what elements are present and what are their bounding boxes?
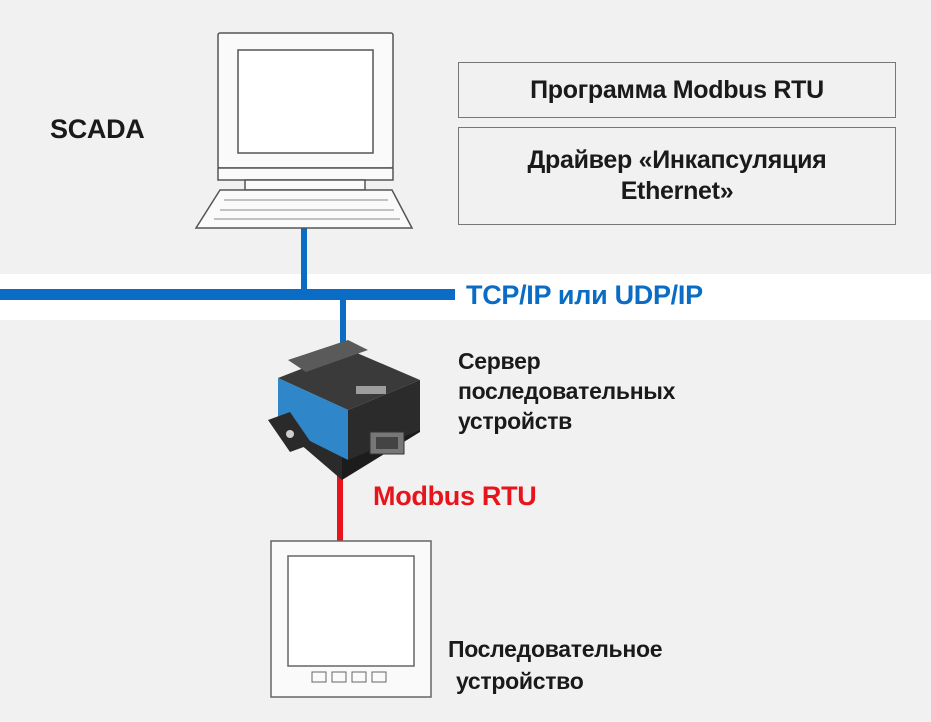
- program-box: Программа Modbus RTU: [458, 62, 896, 118]
- server-link-line: [340, 300, 346, 360]
- program-label: Программа Modbus RTU: [530, 75, 824, 104]
- serial-device-panel-icon: [270, 540, 432, 698]
- serial-protocol-label: Modbus RTU: [373, 481, 537, 511]
- server-label-line1: Сервер: [458, 348, 541, 374]
- device-label-line1: Последовательное: [448, 636, 663, 662]
- network-bus-line: [0, 289, 455, 300]
- driver-box: Драйвер «Инкапсуляция Ethernet»: [458, 127, 896, 225]
- computer-link-line: [301, 228, 307, 290]
- server-label-line3: устройств: [458, 408, 573, 434]
- device-label: Последовательное устройство: [448, 633, 662, 697]
- device-label-line2: устройство: [456, 668, 584, 694]
- serial-link-line: [337, 462, 343, 544]
- driver-label-line1: Драйвер «Инкапсуляция: [527, 146, 827, 174]
- server-label-line2: последовательных: [458, 378, 676, 404]
- server-label: Сервер последовательных устройств: [458, 346, 675, 436]
- desktop-computer-icon: [194, 32, 414, 229]
- driver-label-line2: Ethernet»: [620, 177, 734, 205]
- network-protocol-label: TCP/IP или UDP/IP: [466, 280, 703, 310]
- scada-label: SCADA: [50, 114, 145, 144]
- serial-device-server-icon: [268, 340, 420, 480]
